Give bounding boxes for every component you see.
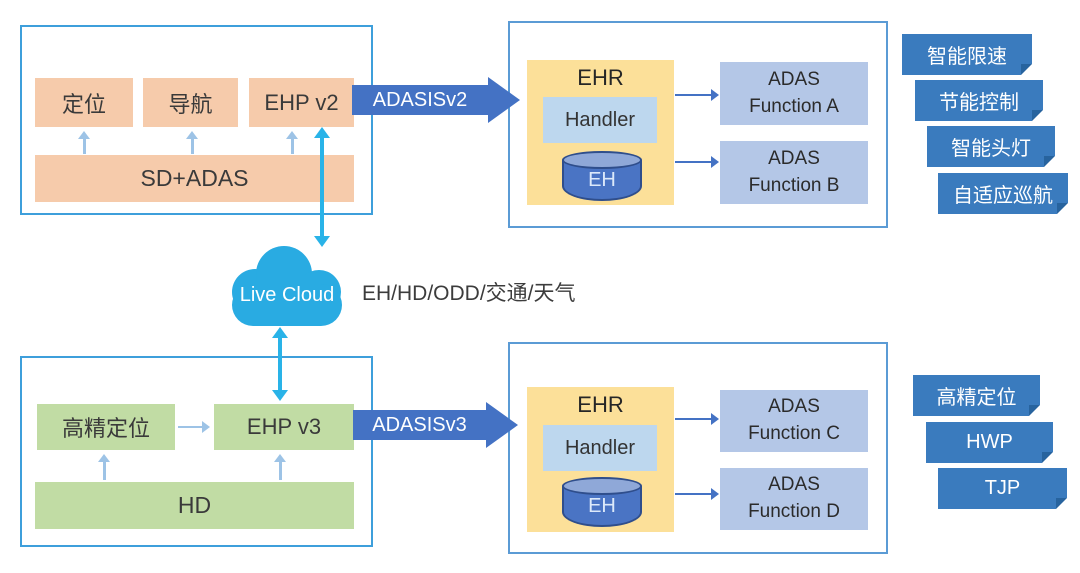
sd-adas-source-container: 定位 导航 EHP v2 SD+ADAS	[20, 25, 373, 215]
up-arrow	[286, 131, 298, 154]
ehr-title: EHR	[577, 65, 624, 90]
module-hd-positioning: 高精定位	[37, 404, 175, 450]
live-cloud-icon: Live Cloud	[222, 240, 352, 332]
tag-smart-headlight: 智能头灯	[927, 126, 1055, 167]
module-ehp-v3: EHP v3	[214, 404, 354, 450]
hd-source-container: 高精定位 EHP v3 HD	[20, 356, 373, 547]
adas-function-c-box: ADAS Function C	[720, 390, 868, 452]
adasisv3-arrow: ADASISv3	[353, 402, 518, 448]
tag-hd-positioning: 高精定位	[913, 375, 1040, 416]
cloud-ehpv3-link-arrow	[272, 327, 288, 401]
ehr-title: EHR	[577, 392, 624, 417]
module-ehp-v2: EHP v2	[249, 78, 354, 127]
adas-function-a-box: ADAS Function A	[720, 62, 868, 125]
up-arrow	[78, 131, 90, 154]
cylinder-top	[562, 151, 642, 169]
cylinder-top	[562, 477, 642, 495]
adas-function-d-box: ADAS Function D	[720, 468, 868, 530]
tag-smart-speed-limit: 智能限速	[902, 34, 1032, 75]
platform-sd-adas: SD+ADAS	[35, 155, 354, 202]
cloud-shape	[232, 246, 342, 326]
up-arrow	[186, 131, 198, 154]
tag-hwp: HWP	[926, 422, 1053, 463]
flow-arrow	[178, 421, 210, 433]
tag-energy-saving-control: 节能控制	[915, 80, 1043, 121]
cloud-name-label: Live Cloud	[239, 284, 335, 306]
flow-arrow	[675, 413, 719, 425]
up-arrow	[274, 454, 286, 480]
flow-arrow	[675, 488, 719, 500]
top-ehr-container: EHR Handler EH ADAS Function A ADAS Func…	[508, 21, 888, 228]
cloud-services-label: EH/HD/ODD/交通/天气	[362, 282, 576, 305]
eh-database-cylinder: EH	[562, 477, 642, 527]
bottom-ehr-container: EHR Handler EH ADAS Function C ADAS Func…	[508, 342, 888, 554]
up-arrow	[98, 454, 110, 480]
eh-label: EH	[588, 495, 616, 517]
adasisv2-arrow-label: ADASISv2	[372, 88, 468, 111]
module-positioning: 定位	[35, 78, 133, 127]
adasisv3-arrow-label: ADASISv3	[372, 413, 467, 436]
flow-arrow	[675, 156, 719, 168]
tag-tjp: TJP	[938, 468, 1067, 509]
platform-hd: HD	[35, 482, 354, 529]
tag-adaptive-cruise: 自适应巡航	[938, 173, 1068, 214]
eh-label: EH	[588, 169, 616, 191]
ehr-box-bottom: EHR Handler EH	[527, 387, 674, 532]
module-navigation: 导航	[143, 78, 238, 127]
cloud-ehpv2-link-arrow	[314, 127, 330, 247]
adasisv2-arrow: ADASISv2	[352, 77, 520, 123]
eh-database-cylinder: EH	[562, 151, 642, 201]
ehr-box-top: EHR Handler EH	[527, 60, 674, 205]
handler-box: Handler	[543, 97, 657, 143]
adas-function-b-box: ADAS Function B	[720, 141, 868, 204]
flow-arrow	[675, 89, 719, 101]
handler-box: Handler	[543, 425, 657, 471]
